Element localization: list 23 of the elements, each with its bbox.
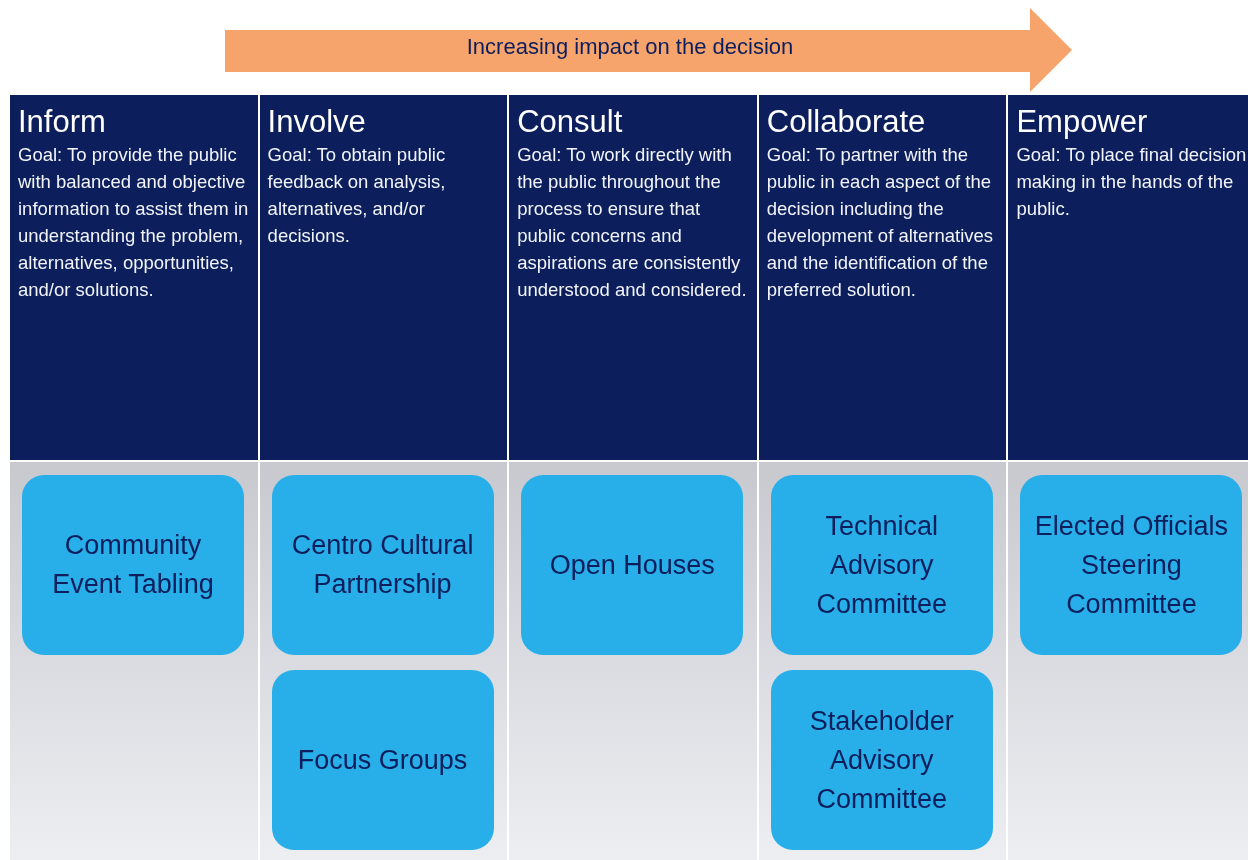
method-box: Centro Cultural Partnership bbox=[271, 475, 494, 655]
goal-text: Goal: To provide the public with balanced and objective information to assist them in understanding the problem, alternatives, opportunities, and/or solutions. bbox=[18, 143, 250, 302]
column-header bbox=[758, 95, 1007, 460]
method-box: Open Houses bbox=[521, 475, 744, 655]
column-header bbox=[1008, 95, 1248, 460]
column-title: Collaborate bbox=[766, 103, 927, 141]
column-title: Consult bbox=[517, 103, 624, 141]
goal-text: Goal: To partner with the public in each aspect of the decision including the development of alternatives and the identification of the preferred solution. bbox=[766, 143, 995, 302]
method-box: Elected Officials Steering Committee bbox=[1020, 475, 1243, 655]
method-box: Stakeholder Advisory Committee bbox=[770, 670, 993, 850]
column-header bbox=[259, 95, 508, 460]
method-box: Technical Advisory Committee bbox=[770, 475, 993, 655]
arrow-label: Increasing impact on the decision bbox=[465, 34, 795, 60]
method-box: Focus Groups bbox=[271, 670, 494, 850]
column-header bbox=[10, 95, 258, 460]
column-title: Inform bbox=[18, 103, 107, 141]
goal-text: Goal: To place final decision making in the hands of the public. bbox=[1016, 143, 1248, 221]
column-header bbox=[509, 95, 757, 460]
column-title: Involve bbox=[267, 103, 367, 141]
column-title: Empower bbox=[1016, 103, 1149, 141]
method-box: Community Event Tabling bbox=[22, 475, 244, 655]
goal-text: Goal: To work directly with the public throughout the process to ensure that public concerns and aspirations are consistently understood and considered. bbox=[517, 143, 748, 302]
goal-text: Goal: To obtain public feedback on analysis, alternatives, and/or decisions. bbox=[267, 143, 447, 248]
